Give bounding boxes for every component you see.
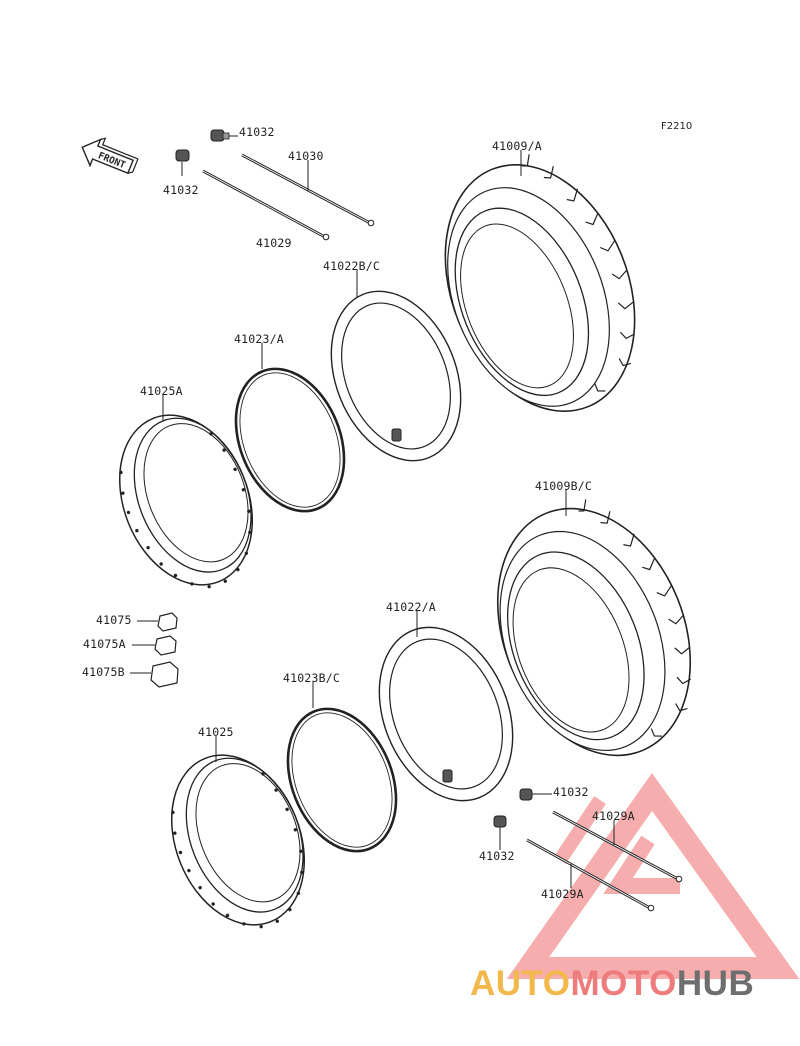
spoke-41030 (241, 153, 375, 227)
rim-41025a (118, 414, 254, 589)
spoke-41029a-lower (526, 838, 655, 912)
label-41032-a: 41032 (239, 125, 275, 139)
nipple-41032-upper-b (175, 149, 190, 176)
label-41025a: 41025A (140, 384, 183, 398)
label-41022a: 41022/A (386, 600, 436, 614)
balance-weight-41075b (130, 661, 179, 688)
nipple-41032-upper-a (210, 129, 238, 142)
label-41022bc: 41022B/C (323, 259, 380, 273)
watermark-auto: AUTO (470, 964, 571, 1003)
label-41032-c: 41032 (553, 785, 589, 799)
tire-41009bc (496, 499, 692, 757)
spoke-41029a-upper (552, 810, 683, 883)
watermark-triangle-logo (506, 773, 800, 979)
watermark-moto: MOTO (571, 964, 677, 1003)
label-41075: 41075 (96, 613, 132, 627)
label-41032-b: 41032 (163, 183, 199, 197)
rim-band-41023a (234, 367, 346, 513)
label-41029a-b: 41029A (541, 887, 584, 901)
label-41029: 41029 (256, 236, 292, 250)
watermark-wordmark: AUTOMOTOHUB (470, 964, 754, 1003)
label-41009bc: 41009B/C (535, 479, 592, 493)
figure-reference: F2210 (661, 121, 692, 132)
label-41023a: 41023/A (234, 332, 284, 346)
spoke-41029 (202, 169, 330, 241)
label-41032-d: 41032 (479, 849, 515, 863)
tube-41022bc (330, 290, 462, 462)
valve-stem-lower (442, 769, 453, 783)
tube-41022a (378, 626, 514, 802)
nipple-41032-lower-a (519, 788, 552, 801)
valve-stem-upper (391, 428, 402, 442)
label-41030: 41030 (288, 149, 324, 163)
svg-text:AUTOMOTOHUB: AUTOMOTOHUB (470, 964, 754, 1003)
balance-weight-41075 (137, 612, 178, 632)
label-41025: 41025 (198, 725, 234, 739)
balance-weight-41075a (132, 635, 177, 656)
watermark-hub: HUB (677, 964, 754, 1003)
label-41075b: 41075B (82, 665, 125, 679)
rim-band-41023bc (286, 707, 398, 853)
label-41009a: 41009/A (492, 139, 542, 153)
label-41029a-a: 41029A (592, 809, 635, 823)
nipple-41032-lower-b (493, 815, 507, 850)
rim-41025 (170, 754, 306, 929)
label-41075a: 41075A (83, 637, 126, 651)
label-41023bc: 41023B/C (283, 671, 340, 685)
front-arrow-icon: FRONT (81, 137, 139, 175)
tire-41009a (444, 154, 636, 412)
